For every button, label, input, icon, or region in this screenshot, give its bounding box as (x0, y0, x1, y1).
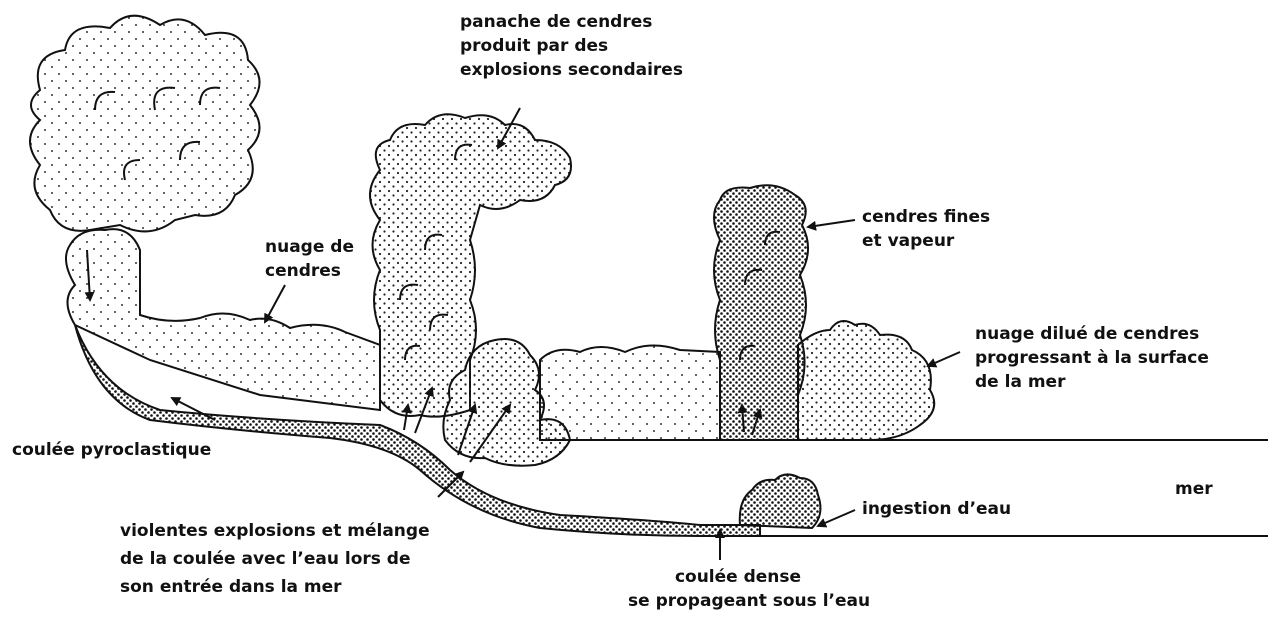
water-ingestion-cloud (740, 474, 821, 528)
pyroclastic-flow-label: coulée pyroclastique (12, 438, 211, 462)
dilute-ash-cloud (798, 321, 934, 440)
fine-ash-label: cendres fines et vapeur (862, 205, 990, 253)
dilute-cloud-label: nuage dilué de cendres progressant à la … (975, 322, 1209, 394)
fine-ash-arrow (808, 220, 855, 227)
explosions-label: violentes explosions et mélange de la co… (120, 517, 430, 601)
upper-ash-cloud (30, 16, 260, 232)
dilute-cloud-arrow (928, 352, 960, 366)
dense-flow-label: coulée dense se propageant sous l’eau (628, 565, 848, 613)
ash-cloud-arrow (265, 285, 285, 322)
ash-cloud-label: nuage de cendres (265, 235, 354, 283)
plume-label: panache de cendres produit par des explo… (460, 10, 683, 82)
sea-label: mer (1175, 477, 1213, 501)
low-ash-cloud (540, 345, 720, 440)
water-ingestion-arrow (818, 510, 855, 526)
fine-ash-column (714, 185, 808, 440)
water-ingestion-label: ingestion d’eau (862, 497, 1011, 521)
